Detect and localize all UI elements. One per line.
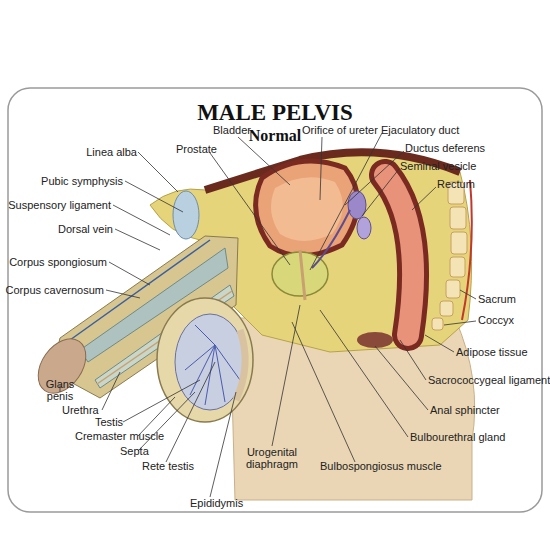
anal-sphincter-shape [357, 332, 393, 348]
part-label: Coccyx [478, 314, 514, 326]
rectum-lumen [385, 175, 413, 335]
title: MALE PELVIS [0, 100, 550, 126]
part-label: Sacrococcygeal ligament [428, 374, 550, 386]
part-label: Glans penis [38, 378, 82, 402]
part-label: Sacrum [478, 293, 516, 305]
part-label: Bulbourethral gland [410, 431, 505, 443]
part-label: Corpus cavernosum [6, 284, 104, 296]
scrotum-shape [157, 298, 253, 422]
septa-lines [185, 325, 240, 405]
part-label: Bladder [213, 124, 251, 136]
part-label: Suspensory ligament [8, 199, 111, 211]
part-label: Urethra [62, 404, 99, 416]
bladder-lumen [271, 177, 343, 241]
part-label: Linea alba [86, 146, 137, 158]
part-label: Bulbospongiosus muscle [320, 460, 442, 472]
part-label: Pubic symphysis [41, 175, 123, 187]
part-label: Prostate [176, 143, 217, 155]
part-label: Septa [120, 445, 149, 457]
part-label: Orifice of ureter [302, 124, 378, 136]
part-label: Ejaculatory duct [381, 124, 459, 136]
epididymis-shape [236, 330, 245, 400]
part-label: Urogenital diaphragm [240, 446, 304, 470]
prostatic-urethra [300, 250, 305, 300]
duct-line [312, 210, 350, 268]
rectum-wall [385, 175, 413, 335]
part-label: Dorsal vein [58, 223, 113, 235]
part-label: Testis [95, 416, 123, 428]
symphysis-shape [173, 191, 199, 239]
part-label: Anal sphincter [430, 404, 500, 416]
part-label: Seminal vesicle [400, 160, 476, 172]
part-label: Epididymis [190, 497, 243, 509]
sacrum-shape [432, 182, 467, 330]
part-label: Ductus deferens [405, 142, 485, 154]
glans-shape [28, 330, 95, 402]
part-label: Cremaster muscle [75, 430, 164, 442]
spinal-line [462, 180, 472, 320]
frame [8, 88, 542, 512]
part-label: Rectum [437, 178, 475, 190]
part-label: Rete testis [142, 460, 194, 472]
seminal-vesicle-shape [357, 217, 371, 239]
testis-shape [175, 314, 245, 410]
part-label: Corpus spongiosum [9, 256, 107, 268]
part-label: Adipose tissue [456, 346, 528, 358]
